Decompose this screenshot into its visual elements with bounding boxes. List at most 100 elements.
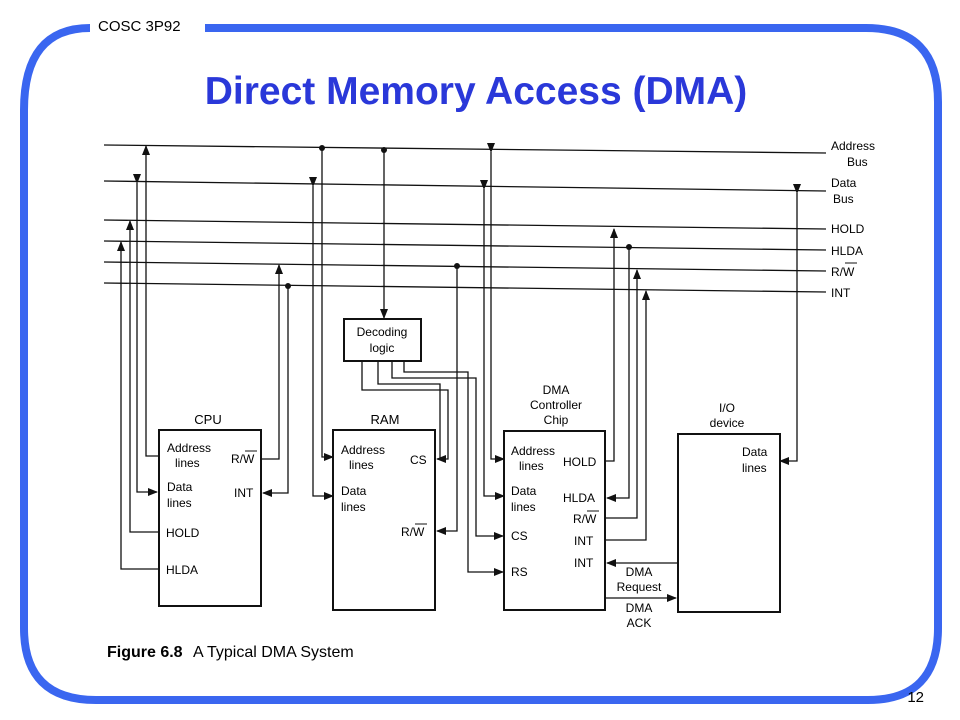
figure-caption-text: A Typical DMA System xyxy=(193,644,354,661)
address-bus-line xyxy=(103,144,827,154)
decoding-logic-block: Decoding logic xyxy=(343,318,422,362)
hlda-bus-label: HLDA xyxy=(831,244,863,258)
dma-controller-box xyxy=(503,430,606,611)
dma-request-label-1: DMA xyxy=(626,565,653,579)
cpu-block: CPU Address lines Data lines HOLD HLDA R… xyxy=(158,412,262,607)
dma-rw-label: R/W xyxy=(573,512,597,526)
io-data-wire xyxy=(779,184,801,465)
ram-title: RAM xyxy=(371,412,400,427)
ram-rw-junction xyxy=(454,263,460,269)
dma-data-wire xyxy=(480,180,505,500)
io-title-2: device xyxy=(710,416,745,430)
hlda-bus-line xyxy=(103,240,827,251)
ram-cs-label: CS xyxy=(410,453,427,467)
ram-data-wire xyxy=(309,177,334,500)
decoder-outputs xyxy=(361,361,504,576)
dma-hlda-junction xyxy=(626,244,632,250)
ram-address-label-2: lines xyxy=(349,458,374,472)
dma-int1-label: INT xyxy=(574,534,594,548)
ram-rw-label: R/W xyxy=(401,525,425,539)
dma-hold-wire xyxy=(605,228,618,462)
cpu-rw-label: R/W xyxy=(231,452,255,466)
cpu-hlda-wire xyxy=(117,241,159,570)
ram-data-label-1: Data xyxy=(341,484,367,498)
data-bus-line xyxy=(103,180,827,192)
page-number: 12 xyxy=(907,689,924,706)
cpu-title: CPU xyxy=(194,412,221,427)
dma-hlda-label: HLDA xyxy=(563,491,595,505)
data-bus-label-2: Bus xyxy=(833,192,854,206)
io-data-label-2: lines xyxy=(742,461,767,475)
dma-data-label-1: Data xyxy=(511,484,537,498)
dma-cs-label: CS xyxy=(511,529,528,543)
cpu-hlda-label: HLDA xyxy=(166,563,198,577)
dma-int2-label: INT xyxy=(574,556,594,570)
cpu-address-label-1: Address xyxy=(167,441,211,455)
cpu-rw-wire xyxy=(261,264,283,460)
cpu-address-label-2: lines xyxy=(175,456,200,470)
cpu-int-wire xyxy=(262,286,289,497)
dma-title-1: DMA xyxy=(543,383,570,397)
ram-connections xyxy=(309,145,460,535)
cpu-hold-wire xyxy=(126,220,159,533)
dma-address-label-2: lines xyxy=(519,459,544,473)
ram-data-label-2: lines xyxy=(341,500,366,514)
cpu-box xyxy=(158,429,262,607)
bus-labels: Address Bus Data Bus HOLD HLDA R/W INT xyxy=(831,139,875,300)
cpu-hold-label: HOLD xyxy=(166,526,200,540)
dma-connections xyxy=(480,143,801,602)
rw-bus-label: R/W xyxy=(831,265,855,279)
decoder-to-ram-cs-a xyxy=(361,361,449,463)
ram-address-label-1: Address xyxy=(341,443,385,457)
figure-number: Figure 6.8 xyxy=(107,644,183,661)
int-bus-line xyxy=(103,282,827,293)
ram-block: RAM Address lines Data lines CS R/W xyxy=(332,412,436,611)
decoder-to-dma-rs xyxy=(403,361,504,576)
ram-box xyxy=(332,429,436,611)
cpu-connections xyxy=(117,145,291,570)
io-title-1: I/O xyxy=(719,401,735,415)
dma-request-label-2: Request xyxy=(617,580,662,594)
system-buses xyxy=(103,144,827,293)
decoder-to-ram-cs-b xyxy=(377,361,441,459)
dma-signal-labels: DMA Request DMA ACK xyxy=(617,565,662,630)
cpu-data-label-2: lines xyxy=(167,496,192,510)
address-bus-label-1: Address xyxy=(831,139,875,153)
decoder-to-dma-cs xyxy=(391,361,504,540)
decoding-logic-label-1: Decoding xyxy=(357,325,408,339)
dma-title-2: Controller xyxy=(530,398,582,412)
io-device-box xyxy=(677,433,781,613)
dma-rw-wire xyxy=(596,269,641,522)
dma-hold-label: HOLD xyxy=(563,455,597,469)
dma-rs-label: RS xyxy=(511,565,528,579)
data-bus-label-1: Data xyxy=(831,176,857,190)
decoding-logic-label-2: logic xyxy=(370,341,395,355)
decoder-address-junction xyxy=(381,147,387,153)
rw-bus-label-text: R/W xyxy=(831,265,855,279)
decoding-logic-box xyxy=(343,318,422,362)
cpu-data-label-1: Data xyxy=(167,480,193,494)
address-bus-label-2: Bus xyxy=(847,155,868,169)
figure-caption: Figure 6.8 A Typical DMA System xyxy=(107,644,354,661)
page-title: Direct Memory Access (DMA) xyxy=(205,70,748,113)
dma-ack-label-1: DMA xyxy=(626,601,653,615)
dma-controller-block: DMA Controller Chip Address lines Data l… xyxy=(503,383,606,611)
dma-title-3: Chip xyxy=(544,413,569,427)
cpu-int-junction xyxy=(285,283,291,289)
ram-address-junction xyxy=(319,145,325,151)
cpu-int-label: INT xyxy=(234,486,254,500)
int-bus-label: INT xyxy=(831,286,851,300)
io-device-block: I/O device Data lines xyxy=(677,401,781,613)
dma-data-label-2: lines xyxy=(511,500,536,514)
slide-frame xyxy=(20,24,942,704)
dma-int-wire xyxy=(605,290,650,541)
io-data-label-1: Data xyxy=(742,445,768,459)
ram-rw-wire xyxy=(436,266,458,535)
ram-address-wire xyxy=(321,148,334,461)
dma-address-wire xyxy=(487,143,505,463)
course-code: COSC 3P92 xyxy=(98,18,181,35)
hold-bus-label: HOLD xyxy=(831,222,865,236)
dma-address-label-1: Address xyxy=(511,444,555,458)
cpu-address-wire xyxy=(142,145,159,457)
